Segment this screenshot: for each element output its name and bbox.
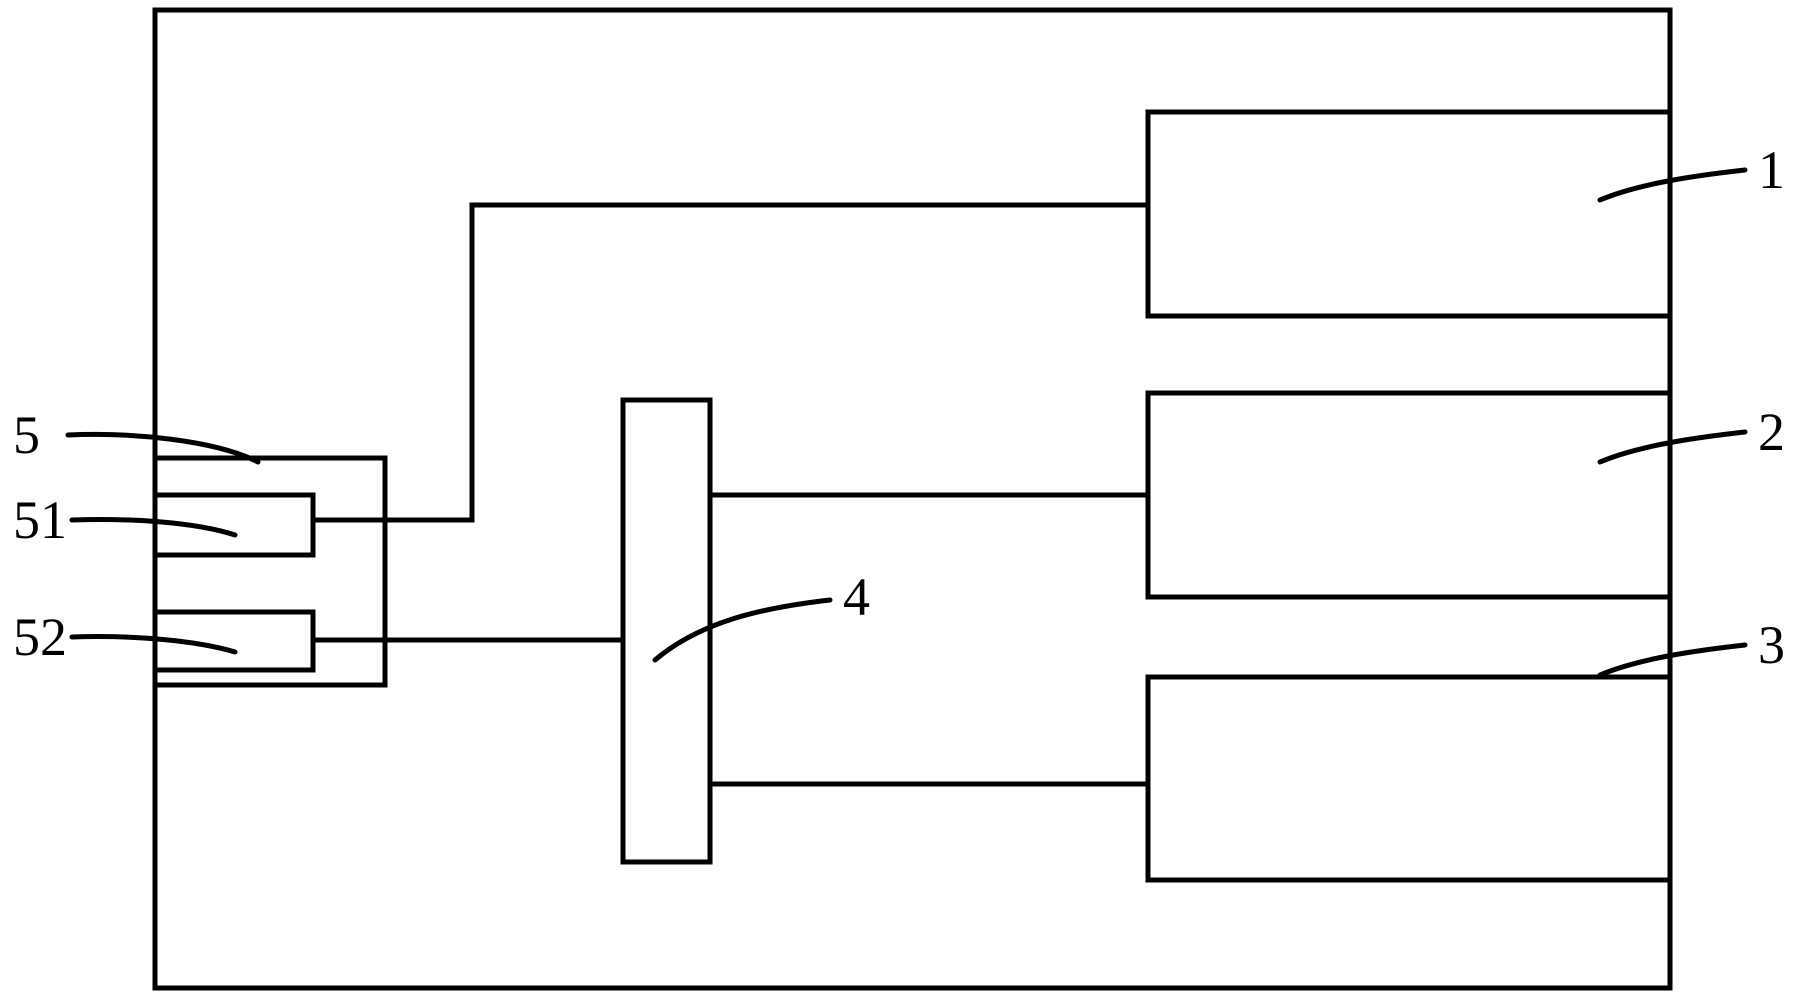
leader-line-1 [1597,167,1748,203]
reference-label-52: 52 [13,607,67,667]
reference-label-51: 51 [13,490,67,550]
blocks-group [155,109,1670,883]
block-1-shape[interactable] [1145,109,1670,319]
block-52-shape[interactable] [155,609,316,673]
reference-label-3: 3 [1758,615,1785,675]
block-5-shape[interactable] [155,455,388,688]
block-4-shape[interactable] [620,397,713,865]
outer-frame-group [152,7,1673,991]
leader-line-4 [652,597,833,663]
block-2-shape[interactable] [1145,390,1670,600]
system-boundary-rect [152,7,1673,991]
block-3-shape[interactable] [1145,674,1670,883]
leader-lines-group [65,167,1748,678]
leader-line-51 [69,517,238,538]
leader-line-5 [65,431,261,465]
leader-line-2 [1597,429,1748,465]
reference-label-2: 2 [1758,402,1785,462]
connection-51-to-1 [313,202,1148,523]
leader-line-3 [1597,642,1748,678]
reference-label-1: 1 [1758,140,1785,200]
reference-label-5: 5 [13,405,40,465]
block-51-shape[interactable] [155,492,316,558]
connections-group [313,202,1148,787]
reference-label-4: 4 [843,567,870,627]
leader-line-52 [69,634,238,655]
